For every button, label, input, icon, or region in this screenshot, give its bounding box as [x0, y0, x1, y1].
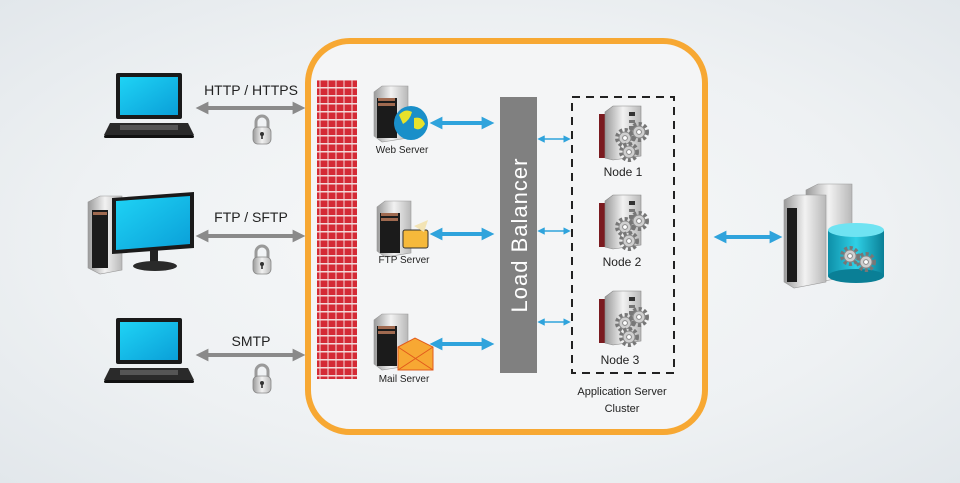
lock-icon: [251, 244, 273, 276]
cluster-title: Cluster: [605, 403, 640, 415]
node-server-icon: [599, 195, 647, 249]
lock-icon: [251, 114, 273, 146]
server-label: Web Server: [376, 145, 429, 156]
ftp-server-icon: [376, 200, 429, 258]
load-balancer: [500, 97, 537, 373]
protocol-label-smtp: SMTP: [232, 333, 271, 349]
protocol-label-http: HTTP / HTTPS: [204, 82, 298, 98]
database-icon: [828, 223, 884, 283]
node-label: Node 1: [604, 165, 643, 179]
folder-icon: [402, 220, 429, 249]
cluster-title: Application Server: [577, 386, 667, 398]
cluster-boundary: [571, 96, 675, 374]
lock-icon: [251, 363, 273, 395]
protocol-label-ftp: FTP / SFTP: [214, 209, 288, 225]
envelope-icon: [397, 337, 434, 371]
node-label: Node 3: [601, 353, 640, 367]
server-label: Mail Server: [379, 374, 430, 385]
web-server-icon: [373, 85, 428, 143]
node-server-icon: [599, 291, 647, 345]
node-server-icon: [599, 106, 647, 160]
laptop-icon: [104, 318, 194, 383]
firewall-icon: [317, 80, 357, 379]
globe-icon: [399, 110, 425, 130]
load-balancer-label: Load Balancer: [507, 158, 532, 313]
database-server-icon: [783, 183, 884, 289]
server-label: FTP Server: [379, 255, 431, 266]
node-label: Node 2: [603, 255, 642, 269]
laptop-icon: [104, 73, 194, 138]
desktop-icon: [87, 192, 194, 275]
mail-server-icon: [373, 313, 434, 371]
